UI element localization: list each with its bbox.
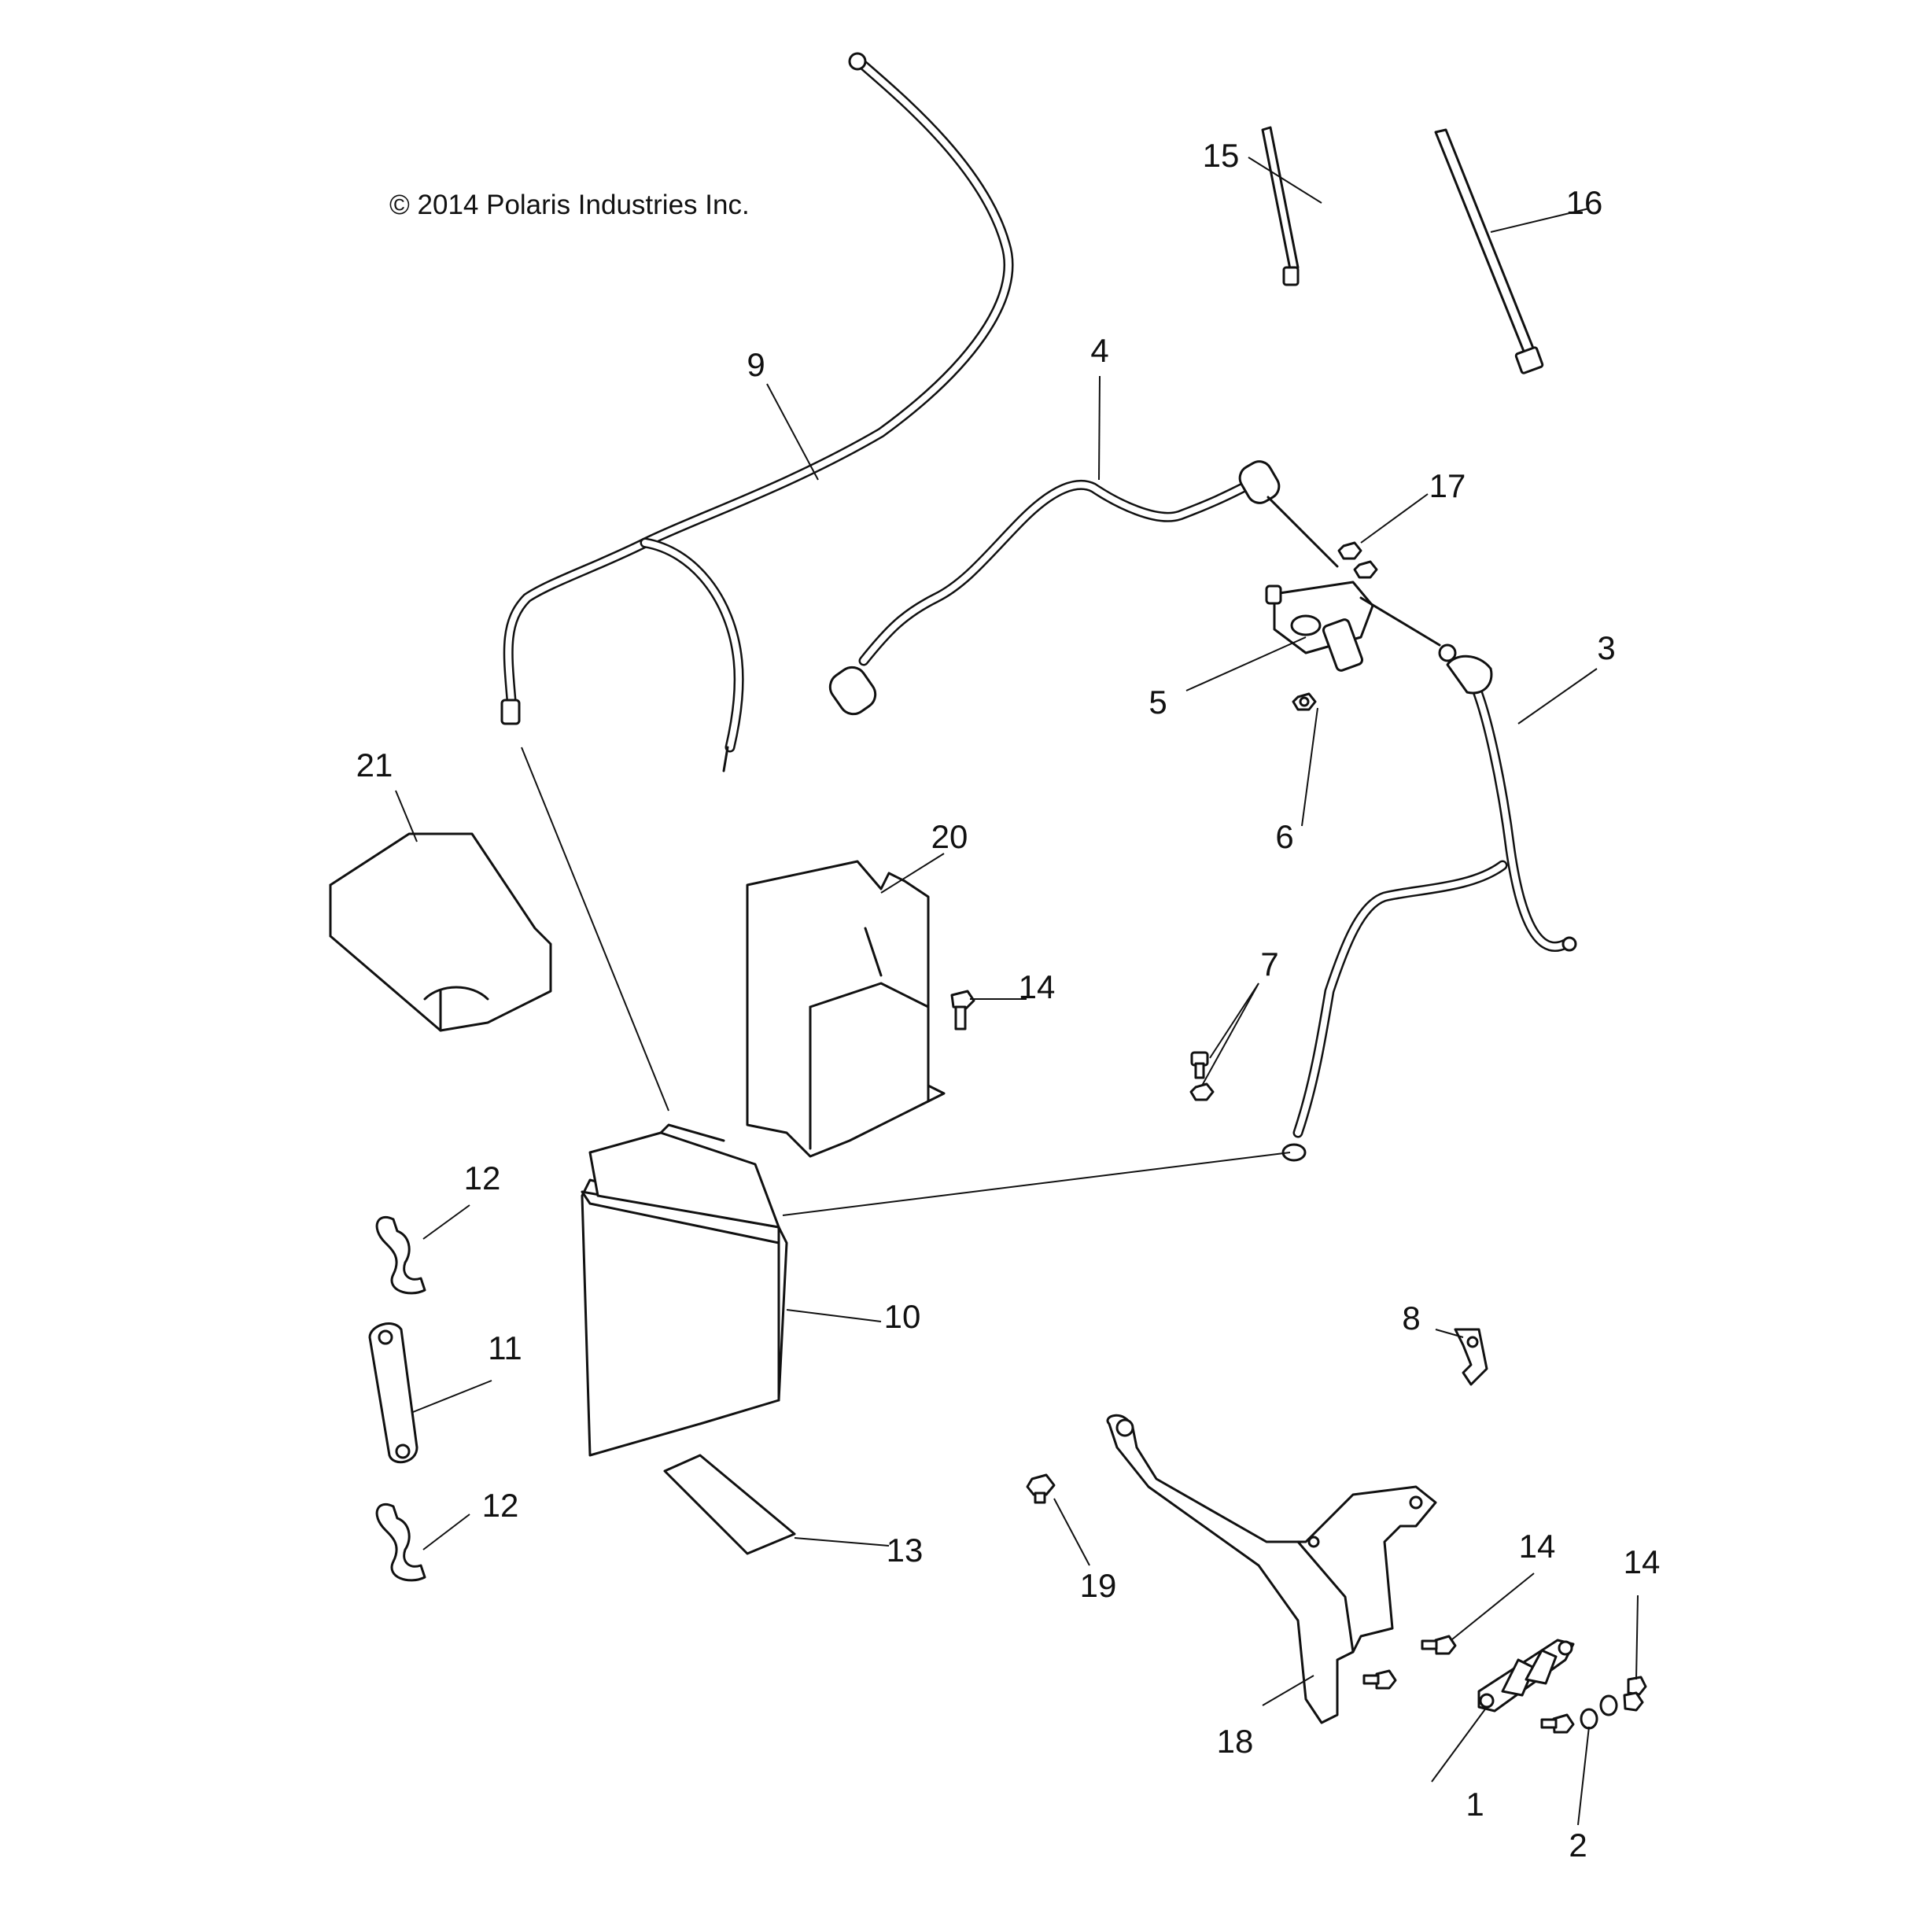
copyright-text: © 2014 Polaris Industries Inc. <box>389 190 750 220</box>
callout-8: 8 <box>1402 1300 1420 1337</box>
callout-14-right: 14 <box>1624 1543 1661 1580</box>
callout-21: 21 <box>356 747 393 783</box>
callout-6: 6 <box>1275 818 1293 855</box>
part-8-clip <box>1454 1328 1488 1386</box>
callout-12-bottom: 12 <box>482 1487 519 1524</box>
part-6-screw <box>1292 692 1317 711</box>
part-14-screw-bracket <box>1362 1669 1397 1690</box>
part-20-shield <box>746 860 946 1158</box>
callout-18: 18 <box>1217 1723 1254 1760</box>
callout-3: 3 <box>1597 629 1615 666</box>
part-12-clip-top <box>375 1215 426 1295</box>
callout-20: 20 <box>931 818 968 855</box>
part-3-cable <box>1281 643 1577 1162</box>
part-2-washers <box>1580 1694 1618 1730</box>
part-11-strap <box>368 1322 418 1464</box>
callout-13: 13 <box>887 1532 924 1569</box>
callout-16: 16 <box>1566 184 1603 221</box>
part-16-cable-tie <box>1434 128 1544 374</box>
part-12-clip-bottom <box>375 1502 426 1582</box>
callout-10: 10 <box>884 1298 921 1335</box>
leader-3-10 <box>782 1152 1291 1216</box>
part-9-cable <box>500 52 1014 772</box>
callout-14-middle: 14 <box>1519 1528 1556 1565</box>
callout-7: 7 <box>1260 946 1278 983</box>
part-1-terminal-block <box>1477 1639 1575 1713</box>
callout-5: 5 <box>1149 684 1167 721</box>
leader-9-10 <box>521 747 669 1112</box>
callout-4: 4 <box>1090 332 1108 369</box>
part-17-nuts <box>1337 541 1378 579</box>
part-21-cover <box>329 832 552 1032</box>
part-15-cable-tie <box>1261 126 1300 286</box>
part-14-screw-top <box>950 990 975 1031</box>
part-5-solenoid <box>1265 581 1441 672</box>
callout-19: 19 <box>1080 1567 1117 1604</box>
callout-17: 17 <box>1429 467 1466 504</box>
part-7-bolt-nut <box>1189 1051 1215 1101</box>
callout-11: 11 <box>488 1329 522 1366</box>
callout-12-top: 12 <box>464 1160 501 1196</box>
part-18-bracket <box>1106 1414 1437 1724</box>
part-13-pad <box>663 1454 796 1555</box>
part-4-cable <box>828 460 1339 716</box>
callout-14-top: 14 <box>1019 968 1056 1005</box>
part-14-screw-mid <box>1421 1635 1457 1655</box>
callout-1: 1 <box>1466 1786 1484 1823</box>
callout-15: 15 <box>1203 137 1240 174</box>
part-19-rivet <box>1026 1473 1056 1504</box>
part-10-battery <box>581 1123 788 1457</box>
callout-9: 9 <box>747 346 765 383</box>
callout-leaders <box>395 157 1639 1826</box>
part-14-screw-right <box>1623 1676 1647 1712</box>
part-14-screw-lower <box>1540 1713 1575 1734</box>
callout-2: 2 <box>1569 1827 1587 1864</box>
